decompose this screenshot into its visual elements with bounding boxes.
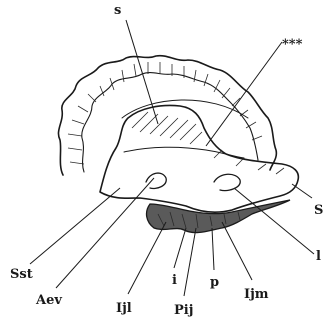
label-Ijm: Ijm xyxy=(244,287,269,302)
inner-arc xyxy=(122,100,248,118)
leader-S xyxy=(292,184,312,198)
leader-i xyxy=(174,228,186,268)
label-Pij: Pij xyxy=(174,303,193,318)
leader-Ijm xyxy=(222,222,252,280)
leader-stars xyxy=(206,42,282,146)
leader-p xyxy=(212,228,214,270)
label-stars: *** xyxy=(282,37,303,52)
leader-Ijl xyxy=(128,222,166,294)
label-S: S xyxy=(314,203,323,218)
label-p: p xyxy=(210,275,219,290)
leader-s xyxy=(126,20,158,124)
leader-Sst xyxy=(30,188,120,264)
label-i: i xyxy=(172,273,177,288)
label-Ijl: Ijl xyxy=(116,301,132,316)
label-Sst: Sst xyxy=(10,267,33,282)
bone-body xyxy=(100,106,298,213)
label-s: s xyxy=(114,3,121,18)
label-Aev: Aev xyxy=(35,293,62,308)
leader-lines xyxy=(30,20,314,296)
leader-Pij xyxy=(184,228,196,296)
label-l: l xyxy=(316,249,321,264)
